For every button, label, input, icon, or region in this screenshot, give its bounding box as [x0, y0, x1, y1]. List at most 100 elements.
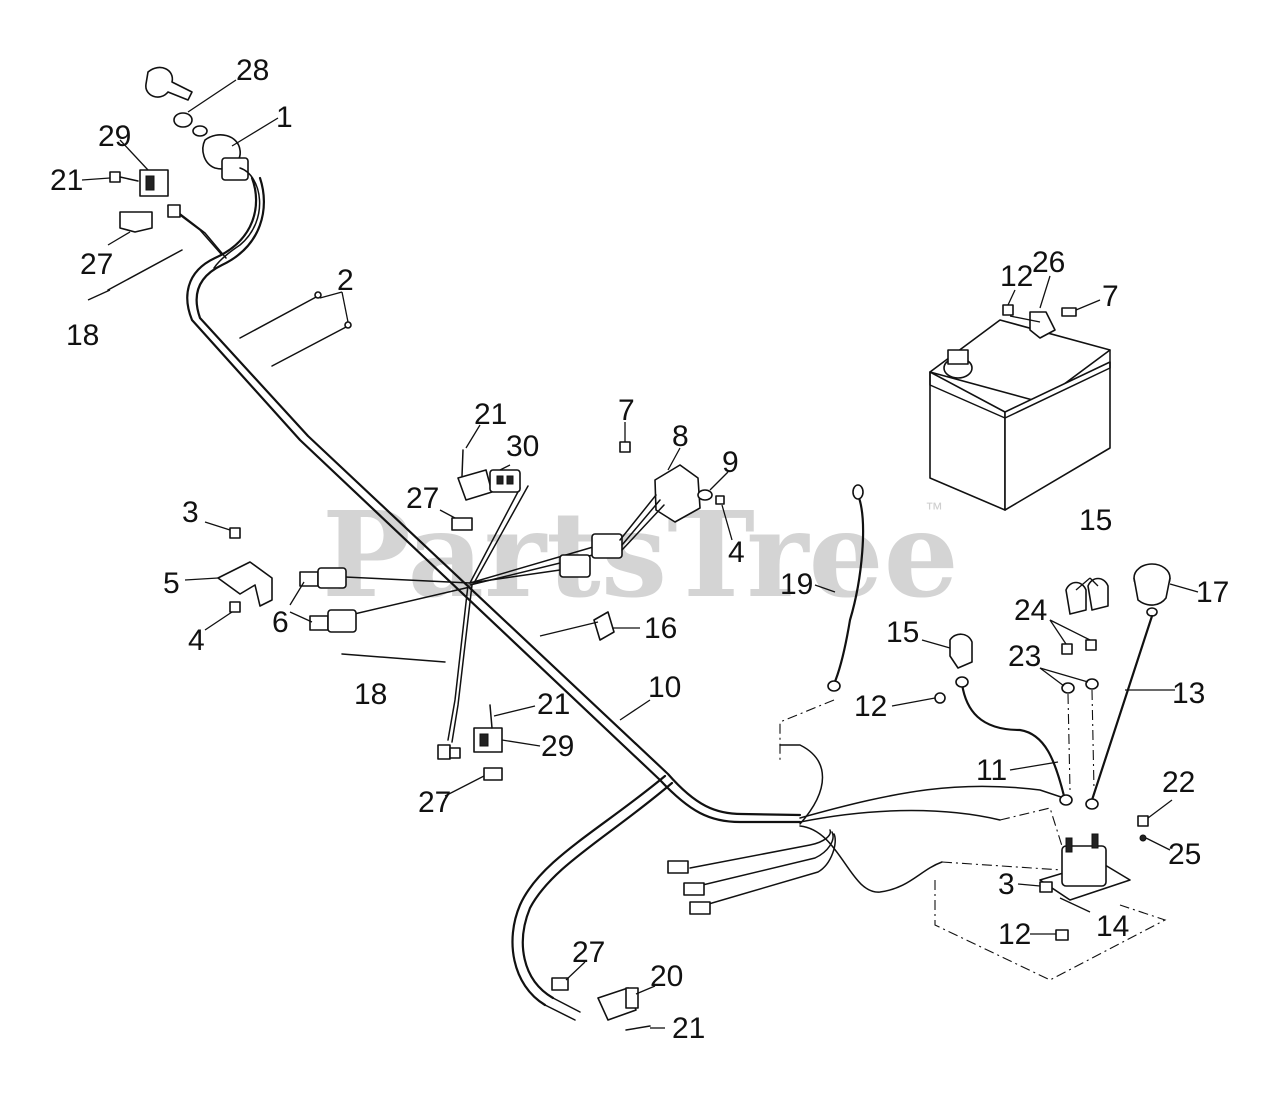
relay-30 — [457, 469, 521, 501]
callout-23: 23 — [1008, 640, 1041, 673]
callout-labels: 28 1 29 21 27 18 2 12 26 7 21 30 27 7 8 … — [50, 54, 1229, 1045]
callout-7: 7 — [618, 394, 635, 427]
screw-3-right — [1039, 881, 1053, 893]
nut-12-bottom — [1055, 929, 1069, 941]
bolt-21-lower — [489, 704, 493, 729]
callout-13: 13 — [1172, 677, 1205, 710]
nut-12-mid — [934, 692, 946, 704]
callout-9: 9 — [722, 446, 739, 479]
callout-12: 12 — [1000, 260, 1033, 293]
bolt-21-top — [109, 171, 139, 183]
terminal-26 — [1029, 311, 1056, 339]
lead-connector-2 — [683, 882, 705, 896]
screw-3-left — [229, 527, 241, 539]
cable-tie-18-top — [107, 249, 183, 291]
cable-tie-18-center — [341, 653, 446, 663]
switch-20 — [544, 987, 639, 1021]
callout-12: 12 — [998, 918, 1031, 951]
callout-28: 28 — [236, 54, 269, 87]
lead-connector-1 — [667, 860, 689, 874]
module-8 — [654, 464, 701, 523]
callout-11: 11 — [976, 754, 1007, 787]
callout-14: 14 — [1096, 910, 1129, 943]
callout-10: 10 — [648, 671, 681, 704]
callout-20: 20 — [650, 960, 683, 993]
callout-19: 19 — [780, 568, 813, 601]
seat-switch-29-top — [139, 169, 227, 259]
connector-center — [559, 554, 591, 578]
harness-hub-branches — [344, 485, 606, 743]
callout-27: 27 — [572, 936, 605, 969]
bracket-27-center — [451, 517, 473, 531]
boot-17 — [1133, 563, 1171, 617]
clip-16 — [593, 611, 615, 641]
callout-18: 18 — [66, 319, 99, 352]
callout-27: 27 — [80, 248, 113, 281]
callout-3: 3 — [182, 496, 199, 529]
boots-15-pair — [1065, 577, 1109, 615]
ignition-switch-1 — [202, 134, 261, 269]
lead-connector-3 — [689, 901, 711, 915]
callout-6: 6 — [272, 606, 289, 639]
cable-13 — [1090, 614, 1154, 802]
callout-15: 15 — [1079, 504, 1112, 537]
callout-3: 3 — [998, 868, 1015, 901]
bolt-7-battery — [1061, 307, 1077, 317]
nut-4-left — [229, 601, 241, 613]
callout-30: 30 — [506, 430, 539, 463]
washer-25 — [1139, 834, 1147, 842]
washer-9 — [697, 489, 713, 501]
callout-29: 29 — [98, 120, 131, 153]
callout-25: 25 — [1168, 838, 1201, 871]
nut-4-center — [715, 495, 725, 505]
callout-5: 5 — [163, 567, 180, 600]
callout-1: 1 — [276, 101, 293, 134]
washers-23 — [1061, 678, 1099, 694]
callout-7: 7 — [1102, 280, 1119, 313]
nut-12-battery — [1002, 304, 1014, 316]
nuts-24 — [1061, 639, 1097, 655]
callout-24: 24 — [1014, 594, 1047, 627]
connector-pair-8 — [591, 494, 665, 559]
callout-26: 26 — [1032, 246, 1065, 279]
leader-lines — [81, 79, 1199, 1029]
cable-ties-2 — [239, 291, 352, 367]
seat-switch-29-lower — [437, 727, 503, 760]
bolt-7-center — [619, 441, 631, 453]
cable-11 — [955, 676, 1073, 806]
callout-22: 22 — [1162, 766, 1195, 799]
solenoid-14 — [1039, 833, 1131, 901]
bracket-27-lower — [483, 767, 503, 781]
callout-2: 2 — [337, 264, 354, 297]
washer — [192, 125, 208, 137]
callout-4: 4 — [728, 536, 745, 569]
callout-21: 21 — [50, 164, 83, 197]
main-wire-harness — [186, 176, 1071, 1007]
nut-28 — [173, 112, 193, 128]
callout-16: 16 — [644, 612, 677, 645]
battery — [929, 319, 1111, 511]
bracket-27-bottom — [551, 977, 569, 991]
bracket-5 — [217, 561, 273, 607]
callout-21: 21 — [537, 688, 570, 721]
callout-27: 27 — [418, 786, 451, 819]
callout-8: 8 — [672, 420, 689, 453]
callout-15: 15 — [886, 616, 919, 649]
bracket-27-top — [119, 211, 153, 233]
key-icon — [145, 66, 193, 101]
parts-tree-watermark: PartsTree — [322, 485, 959, 624]
callout-29: 29 — [541, 730, 574, 763]
callout-21: 21 — [672, 1012, 705, 1045]
nut-22 — [1137, 815, 1149, 827]
callout-4: 4 — [188, 624, 205, 657]
boot-15-single — [949, 633, 973, 669]
callout-18: 18 — [354, 678, 387, 711]
connectors-6 — [299, 567, 357, 633]
bolt-21-center — [461, 449, 464, 477]
callout-12: 12 — [854, 690, 887, 723]
trademark-symbol: ™ — [925, 499, 943, 519]
callout-17: 17 — [1196, 576, 1229, 609]
callout-21: 21 — [474, 398, 507, 431]
battery-cable-19 — [827, 484, 865, 692]
